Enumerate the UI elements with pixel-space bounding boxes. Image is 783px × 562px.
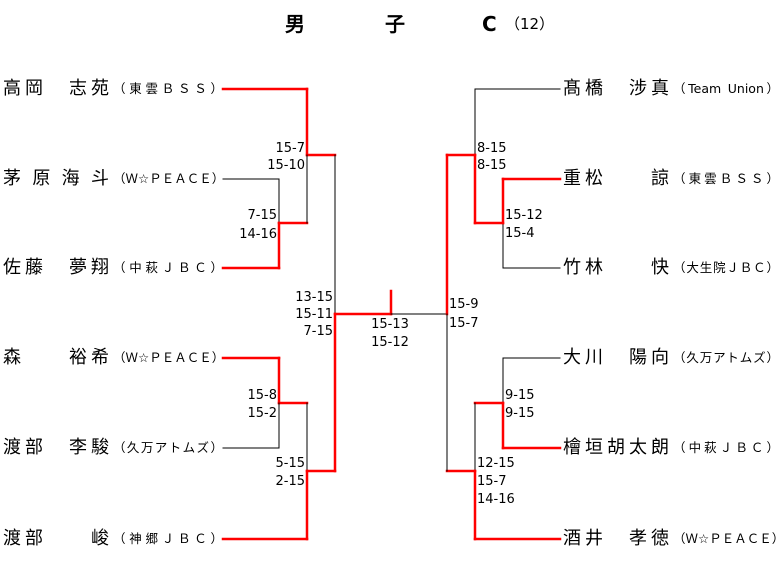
game-score: 12-15 (477, 456, 515, 471)
game-score: 5-15 (275, 456, 305, 471)
title-class: C (482, 12, 497, 36)
player-entry: 髙橋 涉真 （Team Union） (563, 77, 779, 101)
player-entry: 佐藤 夢翔 （中萩ＪＢＣ） (3, 256, 223, 280)
player-name: 渡部 峻 (3, 528, 109, 549)
player-entry: 渡部 峻 （神郷ＪＢＣ） (3, 527, 223, 551)
player-team: （Ｗ☆ＰＥＡＣＥ） (113, 171, 223, 186)
player-entry: 重松 諒 （東雲ＢＳＳ） (563, 167, 779, 191)
player-name: 渡部 李駿 (3, 437, 109, 458)
title-gender-char-1: 男 (285, 12, 305, 36)
player-entry: 竹林 快 （大生院ＪＢＣ） (563, 256, 779, 280)
game-score: 14-16 (477, 492, 515, 507)
player-team: （Ｗ☆ＰＥＡＣＥ） (113, 350, 223, 365)
player-team: （Team Union） (673, 81, 779, 96)
player-team: （久万アトムズ） (113, 440, 223, 455)
game-score: 15-10 (267, 158, 305, 173)
player-entry: 酒井 孝徳 （Ｗ☆ＰＥＡＣＥ） (563, 527, 779, 551)
player-name: 竹林 快 (563, 257, 669, 278)
player-team: （東雲ＢＳＳ） (113, 81, 223, 96)
player-entry: 大川 陽向 （久万アトムズ） (563, 346, 779, 370)
player-team: （Ｗ☆ＰＥＡＣＥ） (673, 531, 779, 546)
player-entry: 高岡 志苑 （東雲ＢＳＳ） (3, 77, 223, 101)
game-score: 2-15 (275, 474, 305, 489)
game-score: 15-9 (449, 297, 479, 312)
player-name: 檜垣胡太朗 (563, 437, 669, 458)
game-score: 15-7 (275, 141, 305, 156)
player-name: 茅原海斗 (3, 168, 109, 189)
game-score: 15-7 (449, 316, 479, 331)
game-score: 15-7 (477, 474, 507, 489)
game-score: 9-15 (505, 406, 535, 421)
game-score: 9-15 (505, 388, 535, 403)
game-score: 15-12 (505, 208, 543, 223)
player-team: （久万アトムズ） (673, 350, 779, 365)
game-score: 7-15 (303, 324, 333, 339)
game-score: 7-15 (247, 208, 277, 223)
player-name: 髙橋 涉真 (563, 78, 669, 99)
player-name: 酒井 孝徳 (563, 528, 669, 549)
player-entry: 檜垣胡太朗 （中萩ＪＢＣ） (563, 436, 779, 460)
game-score: 15-12 (371, 335, 409, 350)
game-score: 14-16 (239, 227, 277, 242)
player-team: （中萩ＪＢＣ） (673, 440, 779, 455)
game-score: 15-8 (247, 388, 277, 403)
player-name: 重松 諒 (563, 168, 669, 189)
game-score: 13-15 (295, 290, 333, 305)
player-team: （神郷ＪＢＣ） (113, 531, 223, 546)
player-name: 高岡 志苑 (3, 78, 109, 99)
title-entry-count: （12） (505, 15, 555, 33)
player-team: （東雲ＢＳＳ） (673, 171, 779, 186)
player-entry: 森 裕希 （Ｗ☆ＰＥＡＣＥ） (3, 346, 223, 370)
player-team: （中萩ＪＢＣ） (113, 260, 223, 275)
player-entry: 茅原海斗 （Ｗ☆ＰＥＡＣＥ） (3, 167, 223, 191)
player-name: 佐藤 夢翔 (3, 257, 109, 278)
player-name: 大川 陽向 (563, 347, 669, 368)
title-gender-char-2: 子 (385, 12, 405, 36)
game-score: 15-13 (371, 317, 409, 332)
game-score: 8-15 (477, 158, 507, 173)
game-score: 15-2 (247, 406, 277, 421)
player-name: 森 裕希 (3, 347, 109, 368)
player-entry: 渡部 李駿 （久万アトムズ） (3, 436, 223, 460)
game-score: 15-4 (505, 226, 535, 241)
game-score: 15-11 (295, 307, 333, 322)
player-team: （大生院ＪＢＣ） (673, 260, 779, 275)
game-score: 8-15 (477, 141, 507, 156)
